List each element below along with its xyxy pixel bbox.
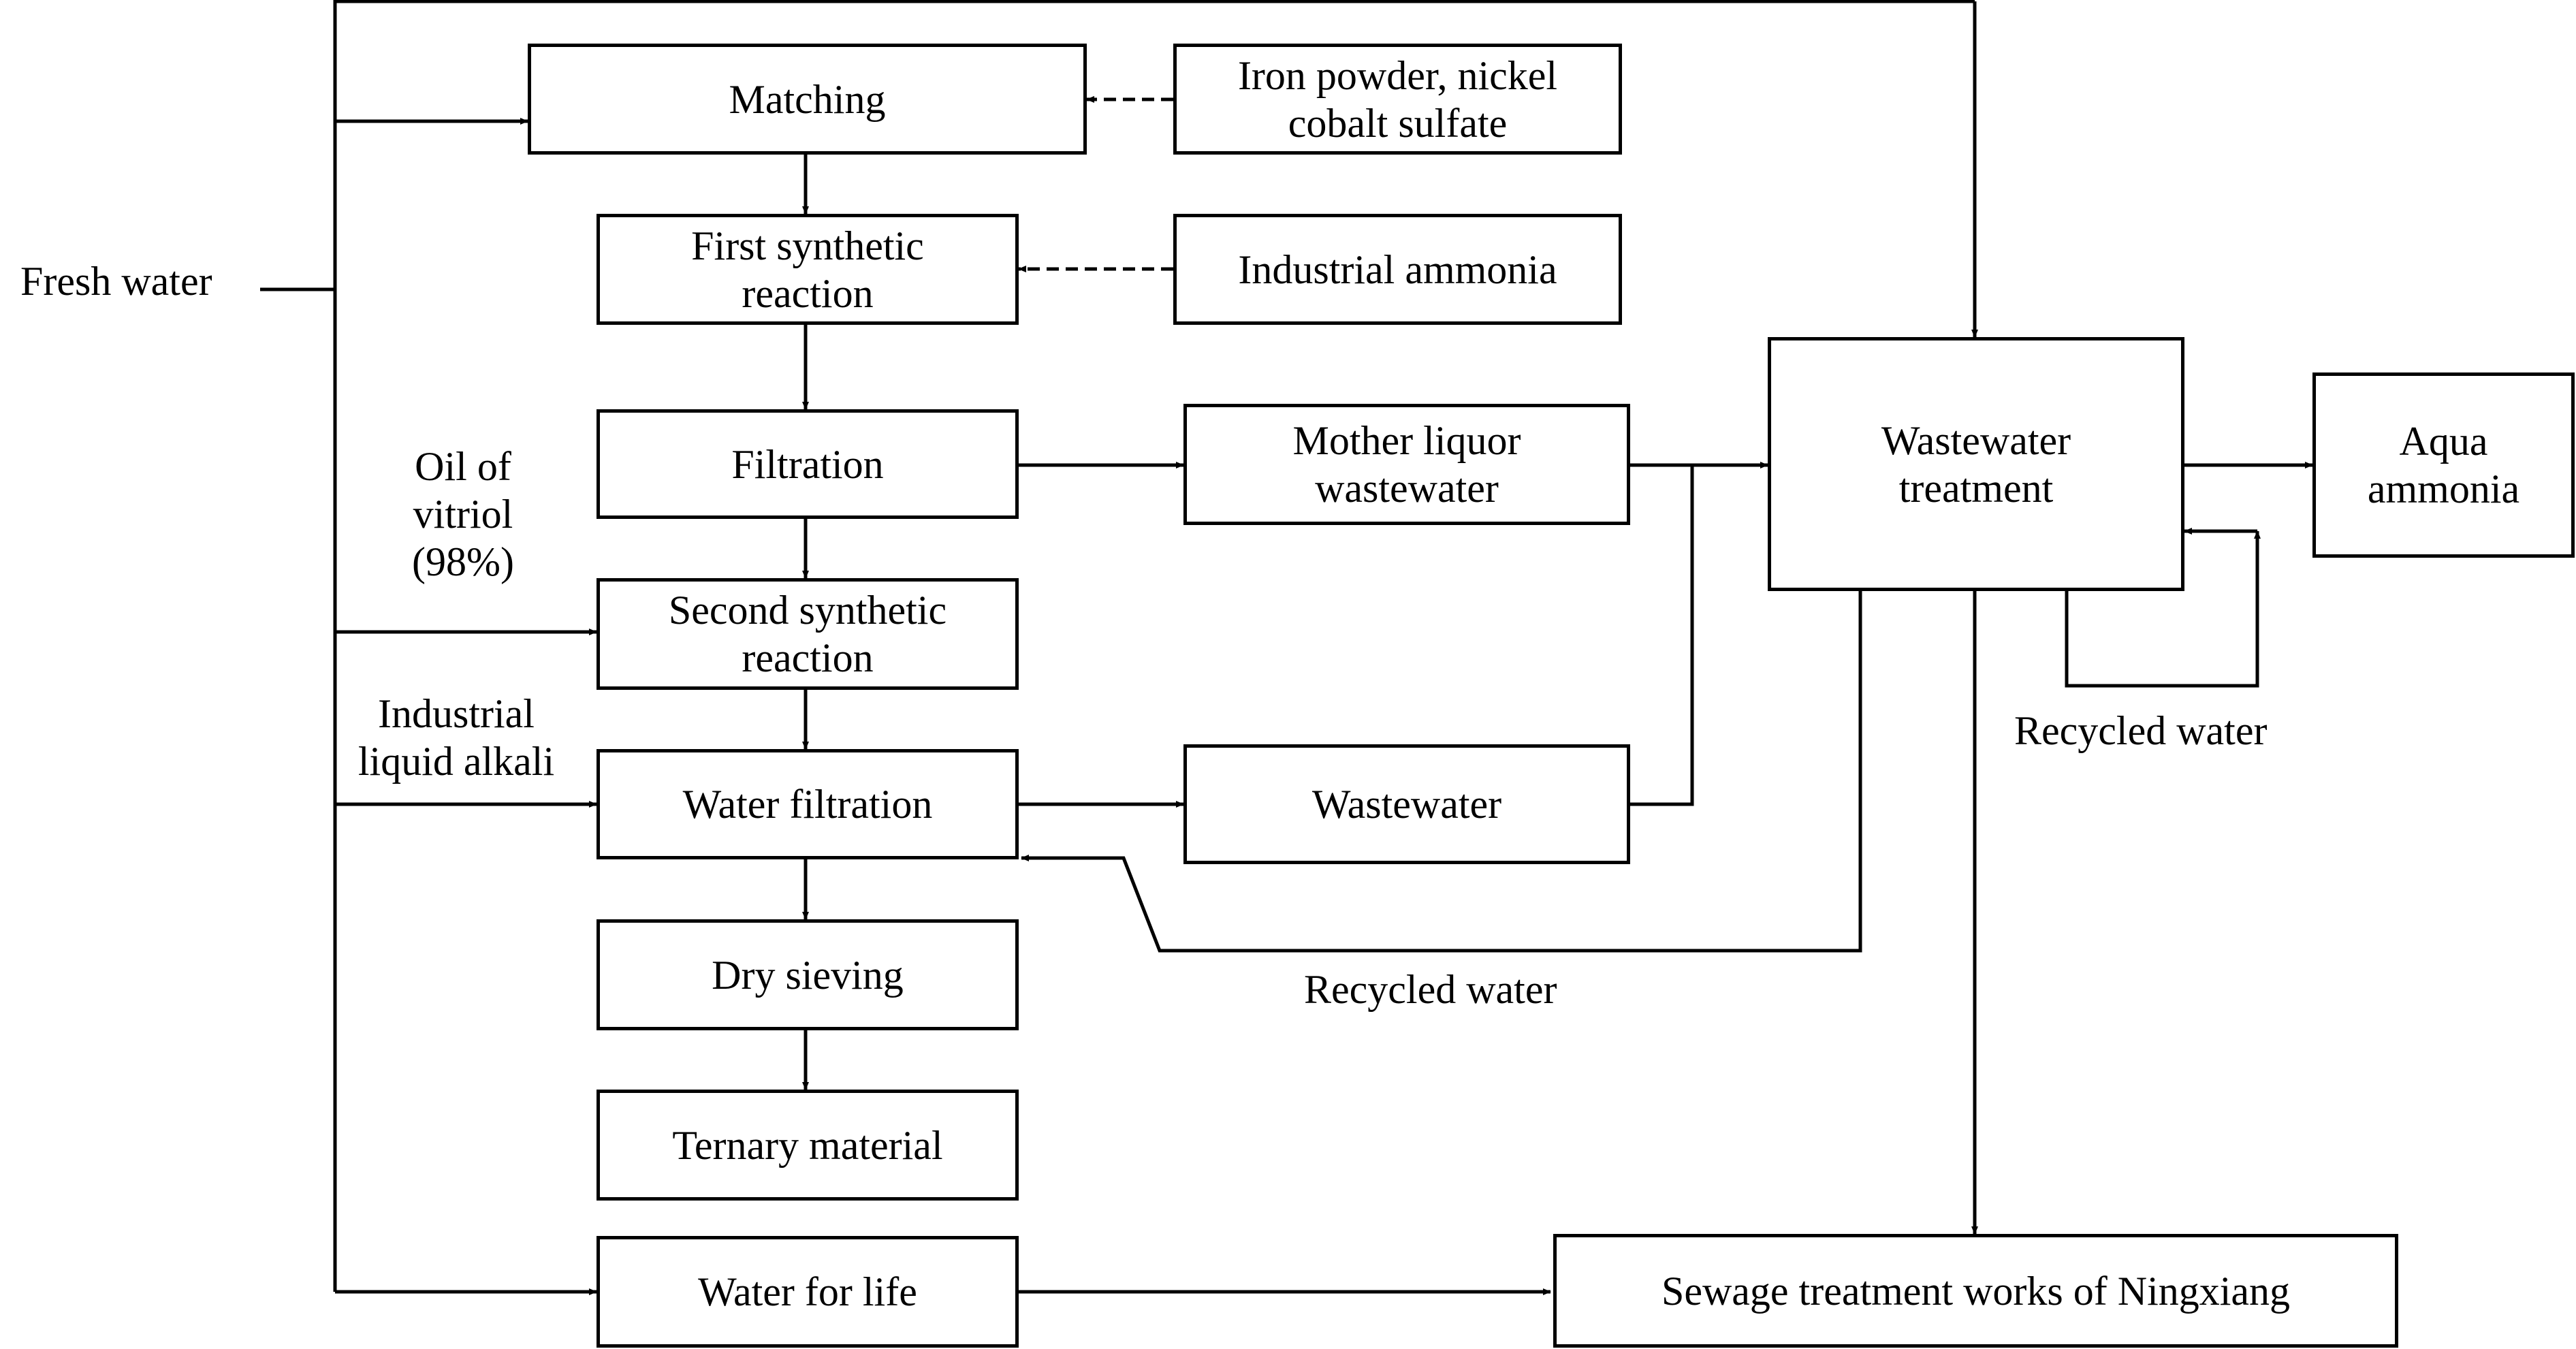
ternary-material-box: Ternary material [597, 1090, 1019, 1201]
sewage-works-label: Sewage treatment works of Ningxiang [1661, 1268, 2291, 1314]
wastewater-collector [1630, 465, 1694, 806]
wastewater-treatment-box: Wastewater treatment [1768, 337, 2184, 591]
second-synthetic-box: Second synthetic reaction [597, 578, 1019, 690]
oil-of-vitriol-label: Oil of vitriol (98%) [412, 444, 514, 584]
matching-box: Matching [528, 44, 1087, 155]
industrial-liquid-alkali-label: Industrial liquid alkali [357, 691, 555, 784]
water-filtration-label: Water filtration [682, 782, 933, 827]
matching-label: Matching [729, 76, 886, 122]
recycled-water-right-label: Recycled water [2014, 708, 2268, 753]
wastewater-label: Wastewater [1311, 782, 1502, 827]
mother-liquor-box: Mother liquor wastewater [1183, 404, 1630, 525]
ternary-material-label: Ternary material [672, 1122, 943, 1168]
water-filtration-box: Water filtration [597, 749, 1019, 859]
fresh-water-trunk [333, 0, 1975, 1292]
recycled-line-bottom [1021, 591, 1862, 953]
dry-sieving-label: Dry sieving [712, 952, 904, 998]
second-synthetic-label: Second synthetic reaction [668, 588, 947, 680]
aqua-ammonia-box: Aqua ammonia [2312, 372, 2575, 558]
industrial-ammonia-box: Industrial ammonia [1173, 214, 1622, 325]
filtration-label: Filtration [731, 441, 884, 487]
water-for-life-label: Water for life [698, 1269, 917, 1314]
filtration-box: Filtration [597, 409, 1019, 519]
first-synthetic-box: First synthetic reaction [597, 214, 1019, 325]
iron-powder-box: Iron powder, nickel cobalt sulfate [1173, 44, 1622, 155]
wastewater-box: Wastewater [1183, 744, 1630, 864]
mother-liquor-label: Mother liquor wastewater [1292, 418, 1521, 511]
iron-powder-label: Iron powder, nickel cobalt sulfate [1237, 52, 1558, 146]
recycled-water-bottom-label: Recycled water [1304, 967, 1557, 1012]
water-for-life-box: Water for life [597, 1236, 1019, 1348]
sewage-works-box: Sewage treatment works of Ningxiang [1553, 1234, 2398, 1348]
fresh-water-label: Fresh water [20, 259, 212, 304]
wastewater-treatment-label: Wastewater treatment [1881, 417, 2071, 511]
aqua-ammonia-label: Aqua ammonia [2367, 419, 2520, 511]
recycled-loop-right [2065, 530, 2261, 688]
first-synthetic-label: First synthetic reaction [691, 223, 924, 316]
industrial-ammonia-label: Industrial ammonia [1238, 247, 1557, 292]
dry-sieving-box: Dry sieving [597, 919, 1019, 1030]
